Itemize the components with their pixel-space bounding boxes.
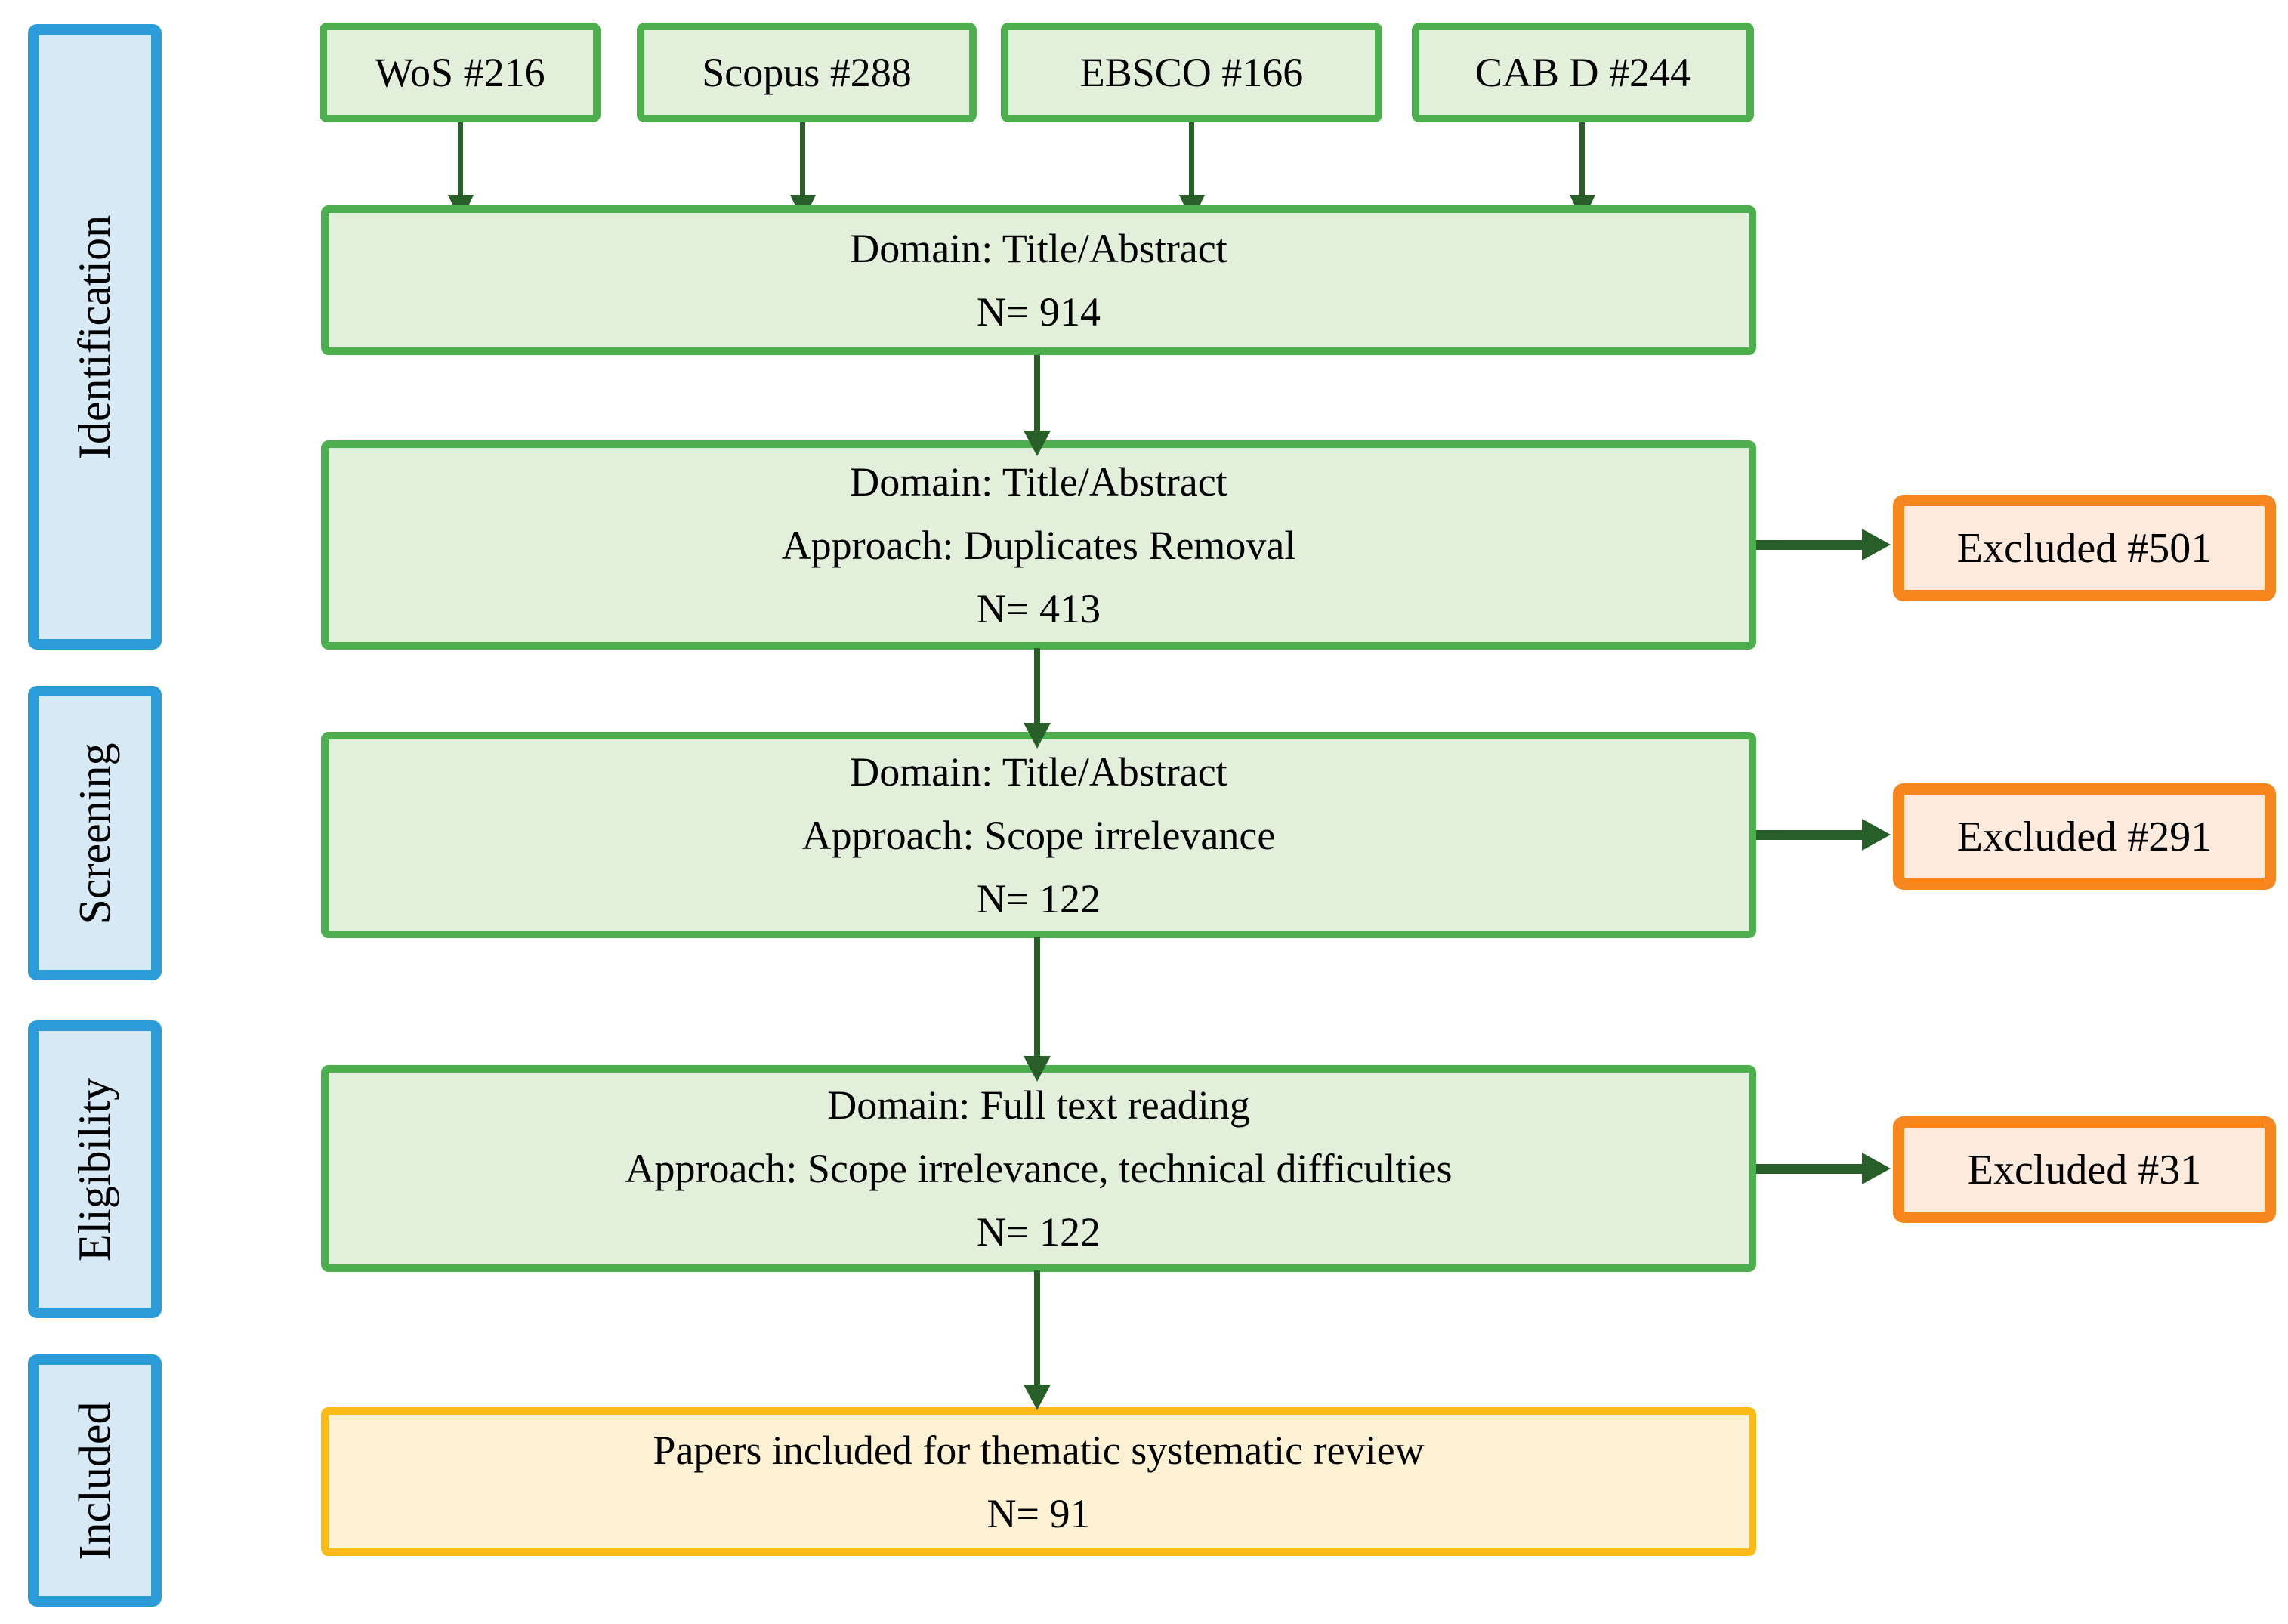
source-label-cabd: CAB D #244 (1474, 50, 1691, 95)
arrow-box3-to-box4-arrowhead (1024, 1056, 1051, 1082)
stage-box-identification: Identification (28, 24, 162, 650)
arrow-to-excluded-501-arrowhead (1862, 529, 1891, 560)
arrow-to-excluded-31-arrowhead (1862, 1153, 1891, 1184)
excluded-box-291: Excluded #291 (1893, 783, 2276, 890)
process-box-line: Domain: Title/Abstract (850, 226, 1227, 271)
stage-label-eligibility: Eligibility (69, 1077, 119, 1261)
arrow-box1-to-box2-arrowhead (1024, 431, 1051, 456)
arrow-box4-to-included-arrowhead (1024, 1385, 1051, 1410)
arrow-to-excluded-291-arrowhead (1862, 819, 1891, 851)
process-box-duplicates-removal: Domain: Title/Abstract Approach: Duplica… (321, 440, 1756, 650)
excluded-label-501: Excluded #501 (1956, 524, 2212, 572)
stage-label-included: Included (69, 1401, 120, 1560)
arrow-to-excluded-291-shaft (1756, 830, 1862, 840)
included-box-line: N= 91 (987, 1490, 1091, 1536)
process-box-identification: Domain: Title/Abstract N= 914 (321, 205, 1756, 355)
arrow-cabd-to-identification-shaft (1579, 122, 1585, 198)
stage-label-identification: Identification (69, 215, 120, 459)
process-box-line: N= 122 (977, 875, 1101, 922)
excluded-label-31: Excluded #31 (1967, 1146, 2202, 1193)
excluded-label-291: Excluded #291 (1956, 813, 2212, 860)
arrow-box4-to-included-shaft (1034, 1270, 1040, 1386)
source-label-wos: WoS #216 (375, 50, 545, 95)
source-box-cabd: CAB D #244 (1412, 23, 1754, 122)
process-box-line: Domain: Full text reading (827, 1082, 1250, 1128)
included-box-line: Papers included for thematic systematic … (653, 1427, 1425, 1473)
process-box-line: N= 413 (977, 585, 1101, 631)
stage-label-screening: Screening (69, 743, 120, 924)
arrow-box3-to-box4-shaft (1034, 937, 1040, 1057)
included-box: Papers included for thematic systematic … (321, 1407, 1756, 1556)
arrow-wos-to-identification-shaft (458, 122, 463, 198)
arrow-box1-to-box2-shaft (1034, 355, 1040, 432)
arrow-to-excluded-31-shaft (1756, 1164, 1862, 1174)
process-box-line: Approach: Scope irrelevance (801, 812, 1276, 858)
arrow-scopus-to-identification-shaft (800, 122, 805, 198)
source-box-scopus: Scopus #288 (637, 23, 977, 122)
arrow-ebsco-to-identification-shaft (1189, 122, 1194, 198)
source-box-ebsco: EBSCO #166 (1001, 23, 1382, 122)
excluded-box-31: Excluded #31 (1893, 1116, 2276, 1223)
process-box-eligibility: Domain: Full text reading Approach: Scop… (321, 1065, 1756, 1272)
source-label-ebsco: EBSCO #166 (1079, 50, 1304, 95)
process-box-line: Approach: Duplicates Removal (781, 522, 1296, 568)
process-box-screening: Domain: Title/Abstract Approach: Scope i… (321, 732, 1756, 938)
process-box-line: Domain: Title/Abstract (850, 749, 1227, 795)
excluded-box-501: Excluded #501 (1893, 495, 2276, 601)
source-label-scopus: Scopus #288 (702, 50, 912, 95)
process-box-line: N= 914 (977, 289, 1101, 335)
arrow-box2-to-box3-arrowhead (1024, 723, 1051, 749)
arrow-to-excluded-501-shaft (1756, 540, 1862, 550)
arrow-box2-to-box3-shaft (1034, 648, 1040, 724)
process-box-line: Domain: Title/Abstract (850, 458, 1227, 505)
process-box-line: Approach: Scope irrelevance, technical d… (625, 1146, 1453, 1191)
stage-box-included: Included (28, 1354, 162, 1607)
stage-box-eligibility: Eligibility (28, 1020, 162, 1318)
process-box-line: N= 122 (977, 1209, 1101, 1255)
stage-box-screening: Screening (28, 686, 162, 980)
source-box-wos: WoS #216 (320, 23, 601, 122)
